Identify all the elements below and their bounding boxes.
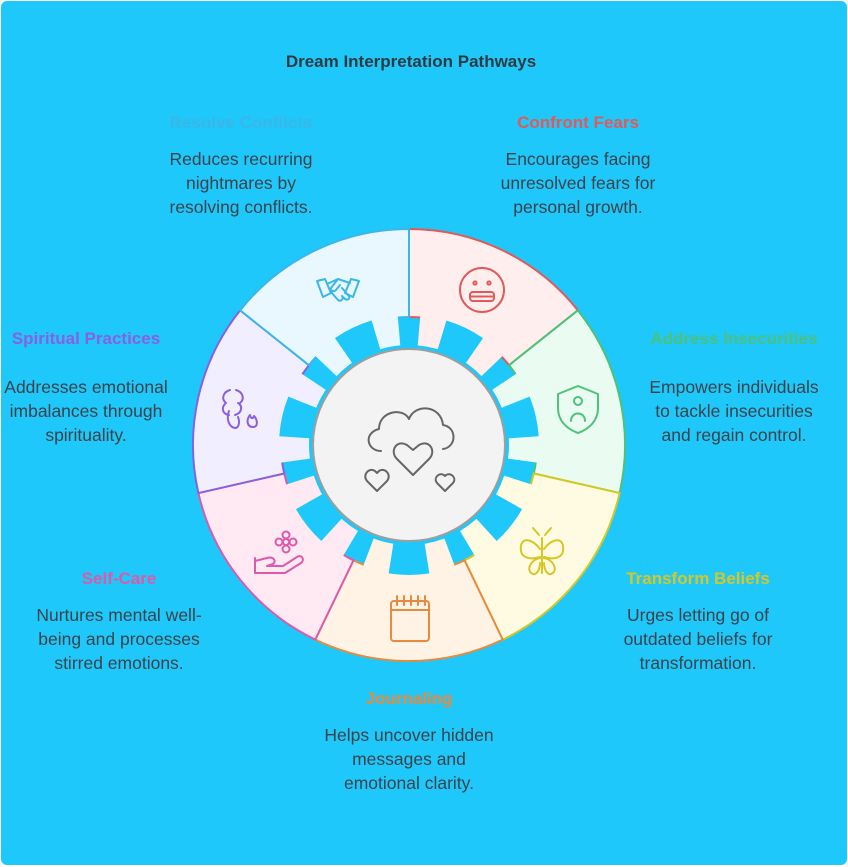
shield-person-icon: [557, 385, 599, 434]
segment-description: Empowers individuals to tackle insecurit…: [649, 377, 819, 445]
hands-flame-icon: [221, 389, 258, 429]
inner-notch-transform-beliefs: [475, 493, 523, 541]
inner-notch-resolve-conflicts: [334, 320, 381, 365]
notepad-icon: [390, 595, 430, 642]
inner-notch-spiritual-practices: [279, 396, 319, 439]
segment-heading: Address Insecurities: [650, 329, 818, 348]
segment-description: Reduces recurring nightmares by resolvin…: [169, 149, 313, 217]
cloud-with-hearts-icon: [364, 407, 456, 492]
inner-notch-journaling: [388, 541, 430, 575]
segment-heading: Self-Care: [81, 569, 157, 588]
butterfly-icon: [519, 527, 565, 576]
handshake-icon: [316, 278, 360, 302]
center-circle: [312, 348, 506, 542]
segment-description: Encourages facing unresolved fears for p…: [500, 149, 656, 217]
segment-description: Helps uncover hidden messages and emotio…: [324, 725, 494, 793]
segment-heading: Resolve Conflicts: [169, 113, 313, 132]
segment-heading: Journaling: [365, 689, 453, 708]
hand-flower-icon: [254, 530, 304, 574]
segment-heading: Spiritual Practices: [11, 329, 161, 348]
inner-notch-confront-fears: [437, 320, 484, 365]
inner-notch-address-insecurities: [499, 396, 539, 439]
segment-description: Nurtures mental well-being and processes…: [36, 605, 202, 673]
diagram-title: Dream Interpretation Pathways: [285, 52, 537, 71]
segment-description: Urges letting go of outdated beliefs for…: [623, 605, 773, 673]
segment-description: Addresses emotional imbalances through s…: [4, 377, 168, 445]
inner-notch-self-care: [295, 493, 343, 541]
segment-heading: Transform Beliefs: [626, 569, 770, 588]
segment-heading: Confront Fears: [517, 113, 639, 132]
face-icon: [459, 267, 505, 313]
